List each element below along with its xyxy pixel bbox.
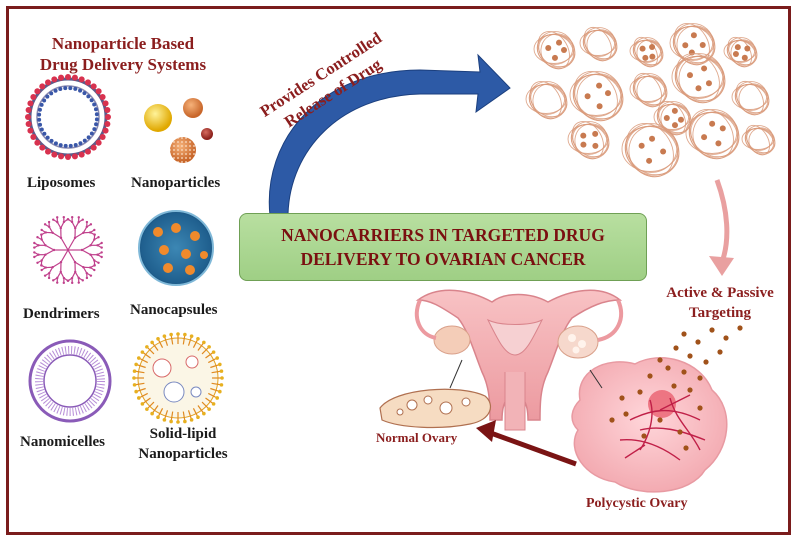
targeting-label-line1: Active & Passive <box>666 285 774 301</box>
panel-title: Nanoparticle Based Drug Delivery Systems <box>33 33 213 75</box>
targeting-label-line2: Targeting <box>689 305 751 321</box>
panel-title-line2: Drug Delivery Systems <box>39 55 207 74</box>
normal-ovary-label: Normal Ovary <box>376 430 458 445</box>
nanocapsule-icon <box>138 210 214 286</box>
nanocarrier-cluster <box>525 23 776 178</box>
normal-ovary-icon <box>379 359 492 429</box>
central-title-line2: DELIVERY TO OVARIAN CANCER <box>300 249 586 269</box>
label-nanomicelles: Nanomicelles <box>20 434 105 450</box>
targeting-particles <box>609 325 743 451</box>
central-title-box: NANOCARRIERS IN TARGETED DRUG DELIVERY T… <box>239 213 647 281</box>
label-solid-lipid-line2: Nanoparticles <box>138 446 228 462</box>
diagram-frame <box>6 6 791 535</box>
nanoparticles-icon <box>144 98 213 163</box>
targeting-arrow-head <box>709 256 734 276</box>
targeting-label: Active & Passive Targeting <box>650 283 790 323</box>
liposome-icon <box>25 74 111 160</box>
label-liposomes: Liposomes <box>27 175 96 191</box>
nanomicelle-icon <box>28 339 112 423</box>
dendrimer-icon <box>33 215 103 285</box>
panel-title-line1: Nanoparticle Based <box>51 34 195 53</box>
solid-lipid-nanoparticle-icon <box>132 332 224 424</box>
progression-arrow-head <box>476 420 496 442</box>
polycystic-ovary-label: Polycystic Ovary <box>586 496 688 511</box>
label-nanoparticles: Nanoparticles <box>131 175 221 191</box>
progression-arrow <box>487 429 577 467</box>
central-title-line1: NANOCARRIERS IN TARGETED DRUG <box>281 225 605 245</box>
label-dendrimers: Dendrimers <box>23 306 100 322</box>
label-solid-lipid: Solid-lipid Nanoparticles <box>128 424 238 464</box>
uterus-icon <box>414 289 624 431</box>
release-arrow <box>268 53 511 217</box>
targeting-arrow <box>714 179 730 263</box>
label-solid-lipid-line1: Solid-lipid <box>149 426 217 442</box>
label-nanocapsules: Nanocapsules <box>130 302 218 318</box>
